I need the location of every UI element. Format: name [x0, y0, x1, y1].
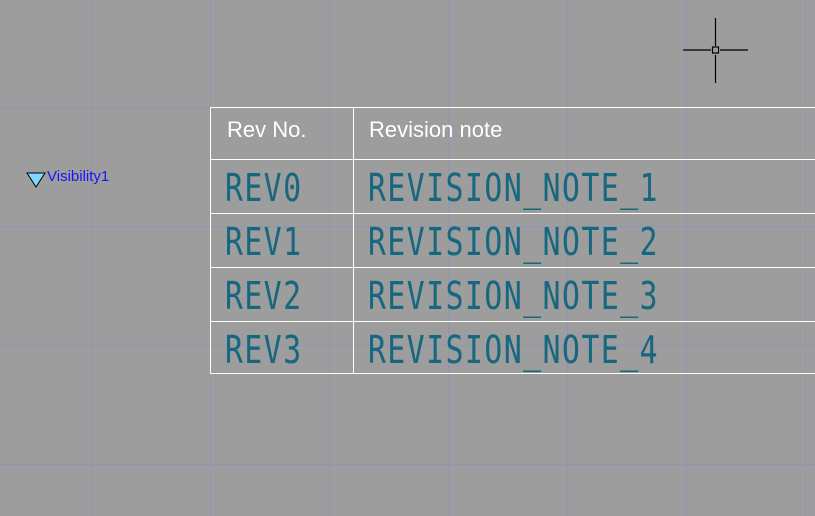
- grid-line: [0, 464, 815, 465]
- grid-line: [0, 226, 815, 227]
- column-divider: [353, 108, 354, 373]
- row-divider: [211, 213, 815, 214]
- header-rev-no: Rev No.: [227, 117, 307, 142]
- grid-line: [686, 0, 687, 516]
- cell-note: REVISION_NOTE_2: [368, 220, 660, 264]
- grid-line: [805, 0, 806, 516]
- grid-line: [448, 0, 449, 516]
- cell-rev: REV2: [225, 274, 303, 318]
- header-revision-note: Revision note: [369, 117, 503, 142]
- visibility-label: Visibility1: [47, 168, 110, 185]
- cell-rev: REV1: [225, 220, 303, 264]
- cell-note: REVISION_NOTE_4: [368, 328, 660, 372]
- row-divider: [211, 267, 815, 268]
- visibility-grip-triangle-icon[interactable]: [26, 172, 46, 188]
- cell-rev: REV3: [225, 328, 303, 372]
- grid-line: [567, 0, 568, 516]
- row-divider: [211, 321, 815, 322]
- grid-line: [329, 0, 330, 516]
- grid-line: [91, 0, 92, 516]
- cell-rev: REV0: [225, 166, 303, 210]
- cell-note: REVISION_NOTE_3: [368, 274, 660, 318]
- grid-line: [0, 345, 815, 346]
- row-divider: [211, 159, 815, 160]
- revision-table[interactable]: Rev No. Revision note REV0 REVISION_NOTE…: [210, 107, 815, 374]
- cell-note: REVISION_NOTE_1: [368, 166, 660, 210]
- crosshair-cursor-icon: [683, 18, 748, 83]
